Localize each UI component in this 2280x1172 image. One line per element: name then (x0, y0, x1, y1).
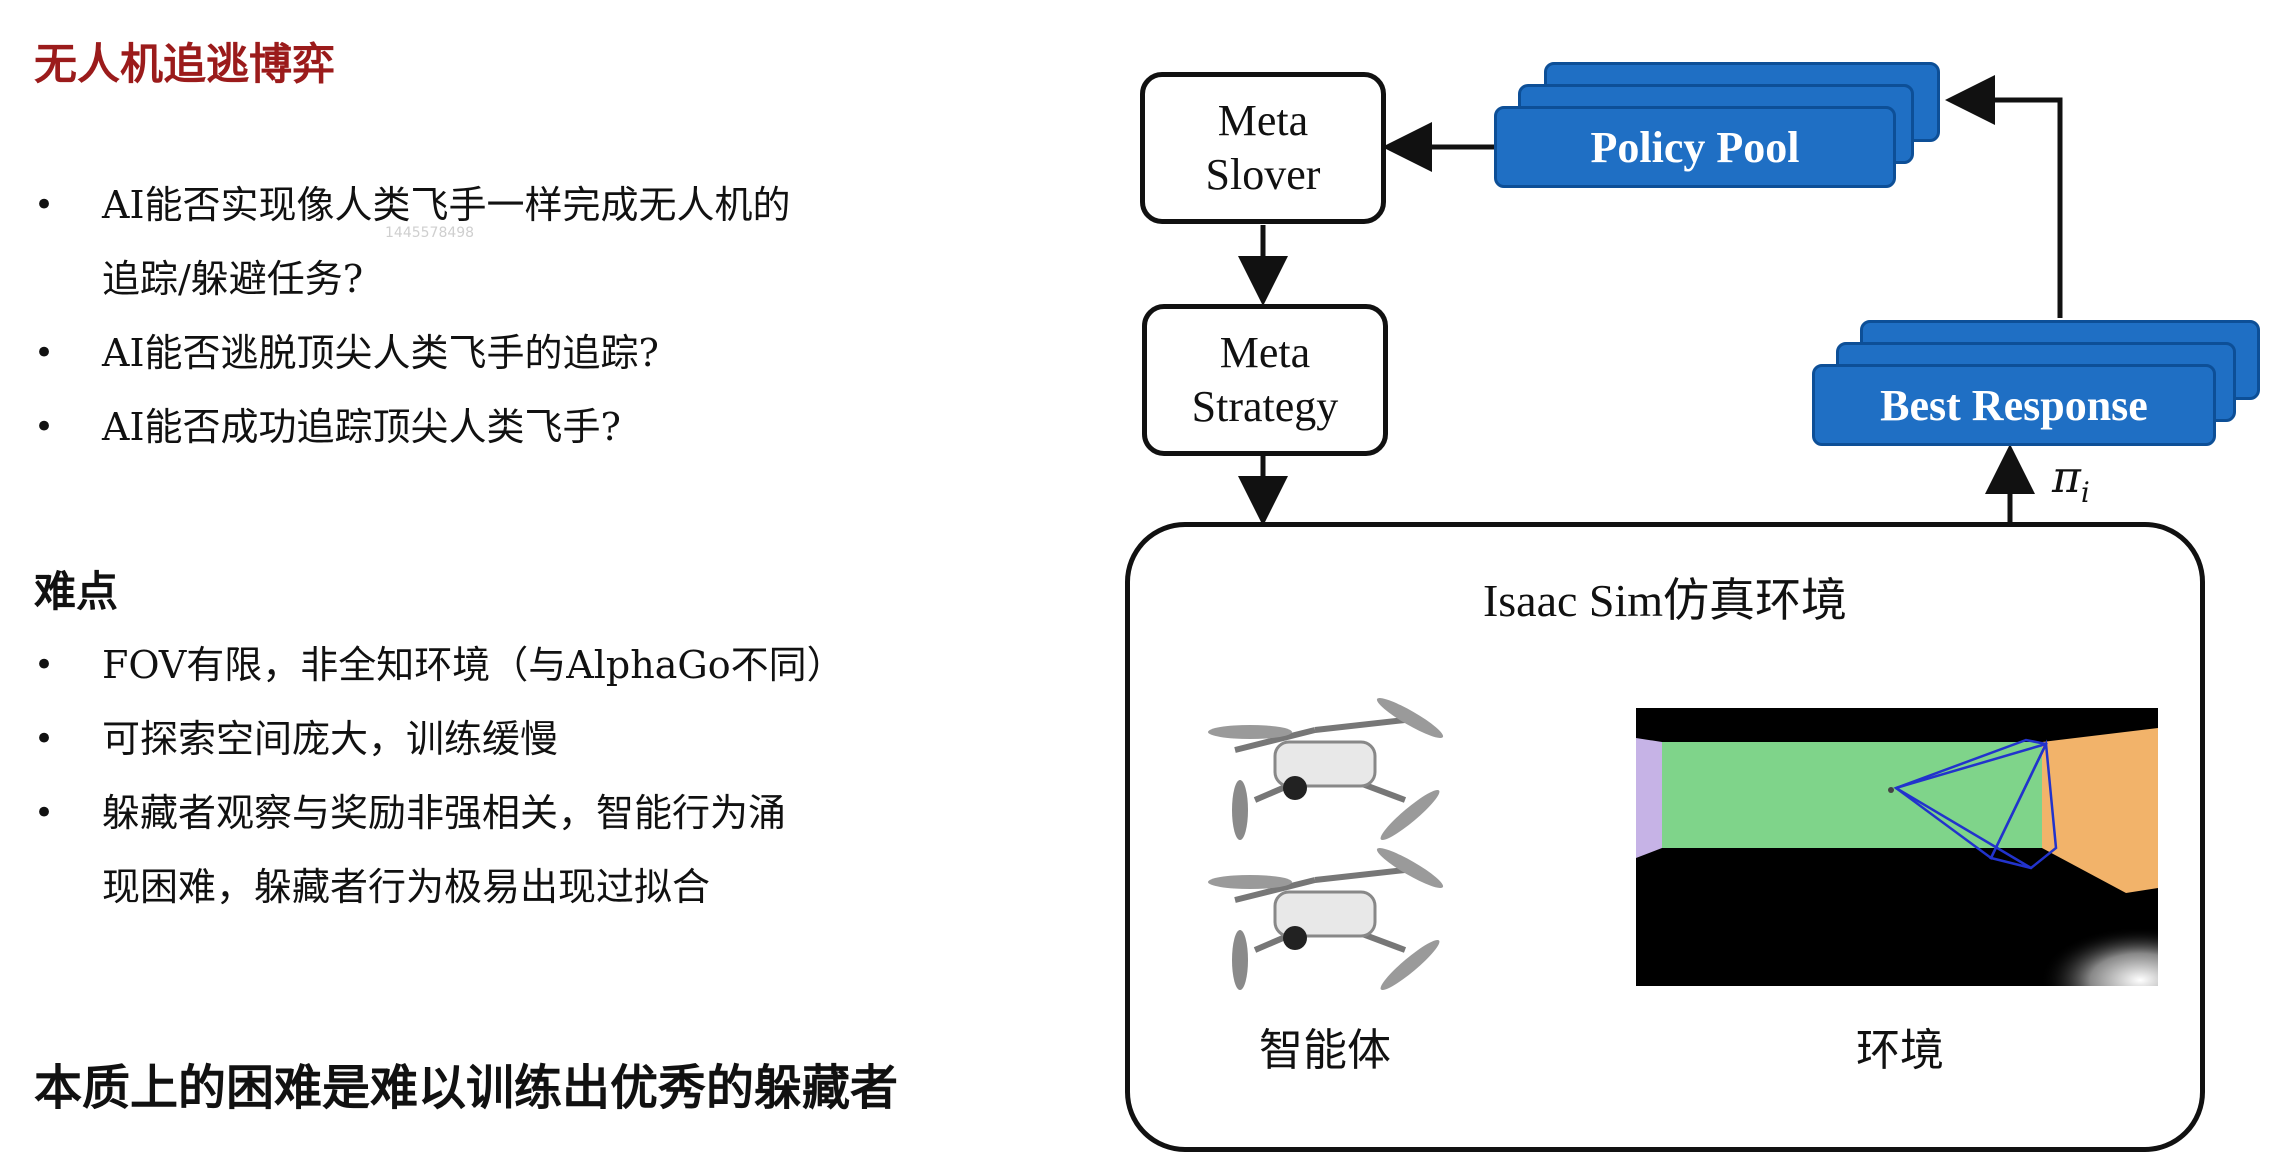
difficulty-list: • FOV有限，非全知环境（与AlphaGo不同） • 可探索空间庞大，训练缓慢… (30, 628, 990, 924)
difficulty-heading: 难点 (34, 567, 119, 616)
bullet-icon: • (34, 645, 55, 685)
pi-subscript: i (2080, 475, 2090, 509)
bullet-icon: • (34, 333, 55, 373)
question-list: • AI能否实现像人类飞手一样完成无人机的 追踪/躲避任务? • AI能否逃脱顶… (30, 168, 930, 464)
environment-caption: 环境 (1856, 1025, 1944, 1076)
conclusion-text: 本质上的困难是难以训练出优秀的躲藏者 (34, 1060, 899, 1116)
list-item: • FOV有限，非全知环境（与AlphaGo不同） (30, 628, 990, 702)
list-item: • AI能否成功追踪顶尖人类飞手? (30, 390, 930, 464)
meta-solver-line1: Meta (1217, 96, 1309, 145)
sim-environment-title: Isaac Sim仿真环境 (1482, 575, 1848, 626)
slide-title: 无人机追逃博弈 (34, 40, 335, 90)
meta-strategy-line1: Meta (1219, 328, 1311, 377)
question-text: 追踪/躲避任务? (102, 257, 364, 301)
watermark: 1445578498 (385, 225, 475, 241)
question-text: AI能否成功追踪顶尖人类飞手? (102, 405, 621, 449)
list-item: • AI能否实现像人类飞手一样完成无人机的 (30, 168, 930, 242)
difficulty-text: 躲藏者观察与奖励非强相关，智能行为涌 (102, 791, 787, 835)
arrow-best-response-to-pool (1945, 75, 2063, 318)
policy-pool-label: Policy Pool (1590, 122, 1800, 172)
meta-solver-box: Meta Slover (1140, 72, 1386, 224)
difficulty-text: 现困难，躲藏者行为极易出现过拟合 (102, 865, 711, 909)
list-item: • AI能否逃脱顶尖人类飞手的追踪? (30, 316, 930, 390)
env-wall-green (1662, 742, 2042, 848)
list-item: • 躲藏者观察与奖励非强相关，智能行为涌 (30, 776, 990, 850)
pi-symbol: π (2052, 452, 2081, 503)
env-wall-orange (2042, 728, 2158, 893)
agent-caption: 智能体 (1259, 1025, 1391, 1076)
policy-symbol: πi (2052, 452, 2090, 509)
camera-frustum (1893, 738, 2058, 870)
list-item-continuation: 现困难，躲藏者行为极易出现过拟合 (30, 850, 990, 924)
list-item-continuation: 追踪/躲避任务? (30, 242, 930, 316)
bullet-icon: • (34, 407, 55, 447)
list-item: • 可探索空间庞大，训练缓慢 (30, 702, 990, 776)
bullet-icon: • (34, 719, 55, 759)
bullet-icon: • (34, 185, 55, 225)
drone-icon (1208, 848, 1444, 990)
meta-strategy-line2: Strategy (1191, 382, 1339, 431)
policy-pool-card: Policy Pool (1494, 106, 1896, 188)
difficulty-text: 可探索空间庞大，训练缓慢 (102, 717, 559, 761)
meta-strategy-box: Meta Strategy (1142, 304, 1388, 456)
question-text: AI能否实现像人类飞手一样完成无人机的 (102, 183, 791, 227)
drone-agents-image (1208, 698, 1444, 990)
best-response-label: Best Response (1880, 380, 2148, 430)
question-text: AI能否逃脱顶尖人类飞手的追踪? (102, 331, 659, 375)
env-wall-purple (1636, 738, 1662, 858)
meta-solver-line2: Slover (1205, 150, 1321, 199)
difficulty-text: FOV有限，非全知环境（与AlphaGo不同） (102, 643, 845, 687)
best-response-card: Best Response (1812, 364, 2216, 446)
drone-icon (1208, 698, 1444, 841)
bullet-icon: • (34, 793, 55, 833)
environment-render-image (1636, 708, 2158, 986)
